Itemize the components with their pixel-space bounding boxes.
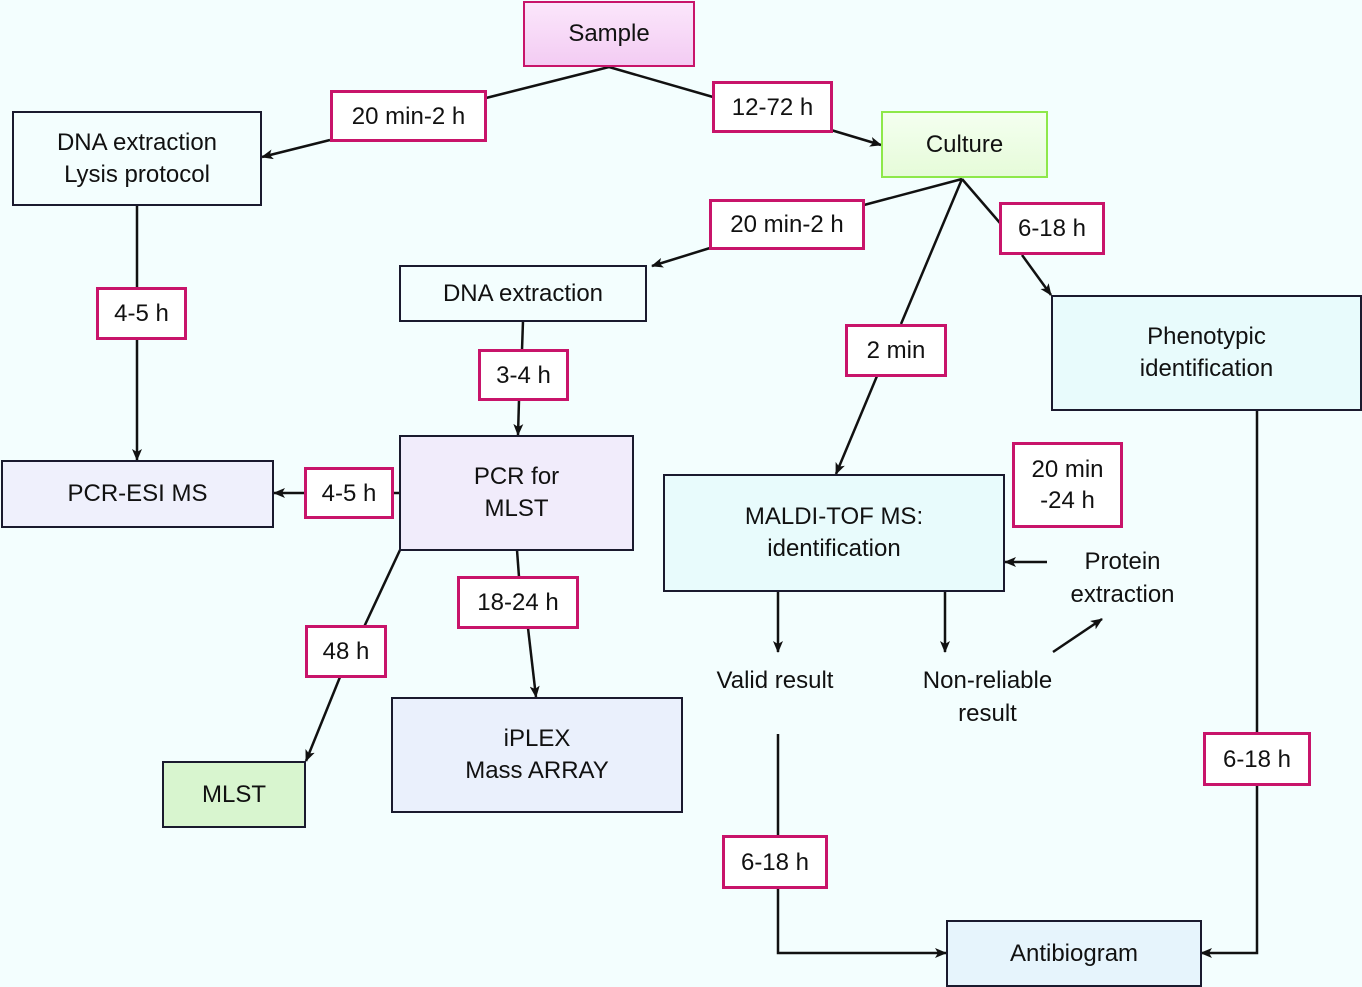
edge-pcr-mlst-to-mlst (362, 549, 402, 628)
duration-culture-to-dna: 20 min-2 h (709, 199, 865, 250)
edge-nonreliable-to-protein (1052, 617, 1103, 654)
edge-culture-to-maldi (899, 178, 964, 325)
edge-culture-to-maldi-arrow (834, 375, 879, 475)
edge-sample-to-dna-lysis (485, 65, 610, 100)
node-dna-extraction-lysis: DNA extraction Lysis protocol (12, 111, 262, 206)
edge-pcr-mlst-to-iplex (515, 549, 521, 578)
edge-culture-to-dna (863, 177, 963, 207)
edge-sample-to-dna-lysis-arrow (261, 138, 331, 160)
duration-dna-lysis-to-pcr-esi: 4-5 h (96, 287, 187, 340)
duration-culture-to-maldi: 2 min (845, 324, 947, 377)
node-antibiogram: Antibiogram (946, 920, 1202, 987)
edge-sample-to-culture (608, 65, 714, 99)
label-protein-extraction: Protein extraction (1070, 548, 1175, 608)
node-phenotypic-identification: Phenotypic identification (1051, 295, 1362, 411)
duration-valid-to-antibiogram: 6-18 h (722, 835, 828, 889)
edge-valid-to-antibiogram-arrow (776, 888, 947, 958)
edge-culture-to-phenotypic (961, 178, 1001, 224)
edge-pcr-mlst-to-iplex-arrow (526, 627, 540, 698)
duration-pcr-mlst-to-mlst: 48 h (305, 625, 387, 678)
edge-culture-to-phenotypic-arrow (1020, 254, 1053, 296)
duration-dna-to-pcr-mlst: 3-4 h (478, 349, 569, 401)
node-sample: Sample (523, 1, 695, 67)
duration-pcr-mlst-to-iplex: 18-24 h (457, 576, 579, 629)
node-pcr-for-mlst: PCR for MLST (399, 435, 634, 551)
label-non-reliable-result: Non-reliable result (922, 667, 1053, 727)
duration-sample-to-culture: 12-72 h (712, 81, 833, 133)
duration-sample-to-dna-lysis: 20 min-2 h (330, 90, 487, 142)
edge-phenotypic-to-antibiogram-arrow (1200, 785, 1259, 958)
node-dna-extraction: DNA extraction (399, 265, 647, 322)
edge-sample-to-culture-arrow (830, 128, 882, 147)
edge-dna-to-pcr-mlst-arrow (513, 399, 524, 436)
edge-culture-to-dna-arrow (651, 246, 711, 268)
node-mlst: MLST (162, 761, 306, 828)
node-iplex-mass-array: iPLEX Mass ARRAY (391, 697, 683, 813)
duration-phenotypic-to-antibiogram: 6-18 h (1203, 732, 1311, 786)
duration-maldi: 20 min -24 h (1012, 442, 1123, 528)
duration-pcr-mlst-to-pcr-esi: 4-5 h (304, 467, 394, 519)
label-valid-result: Valid result (716, 667, 834, 694)
node-pcr-esi-ms: PCR-ESI MS (1, 460, 274, 528)
duration-culture-to-phenotypic: 6-18 h (999, 202, 1105, 255)
node-culture: Culture (881, 111, 1048, 178)
edge-pcr-mlst-to-mlst-arrow (304, 676, 342, 762)
node-maldi-tof-ms: MALDI-TOF MS: identification (663, 474, 1005, 592)
edge-dna-to-pcr-mlst (520, 320, 525, 351)
